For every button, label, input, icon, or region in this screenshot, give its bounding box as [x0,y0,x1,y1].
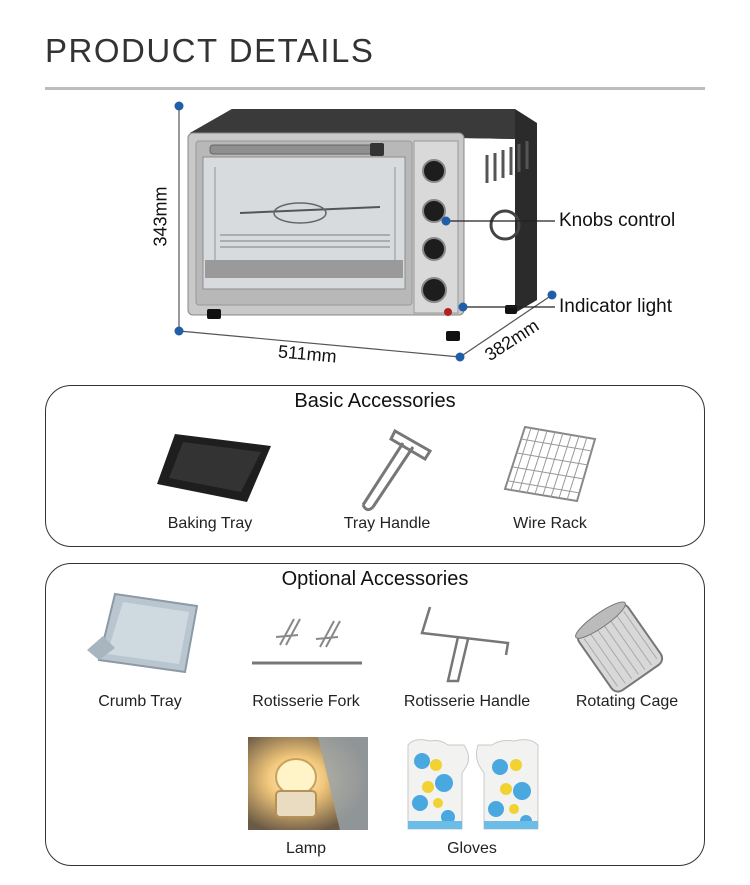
crumb-tray-label: Crumb Tray [98,693,182,710]
height-label: 343mm [150,186,171,247]
dimension-dot [174,101,184,111]
basic-accessories-heading: Basic Accessories [294,390,456,412]
oven-diagram [174,101,557,362]
lamp-icon [248,737,368,830]
wire-rack-label: Wire Rack [513,515,587,532]
gloves-label: Gloves [447,840,497,857]
width-dimension-line [178,330,461,358]
rotating-cage-label: Rotating Cage [575,693,679,710]
dimension-dot [455,352,465,362]
gloves-icon [407,739,539,830]
dimension-dot [174,326,184,336]
baking-tray-label: Baking Tray [167,515,253,532]
tray-handle-label: Tray Handle [343,515,431,532]
indicator-light-callout: Indicator light [559,296,673,317]
baking-tray-icon [157,434,271,502]
wire-rack-icon [503,425,597,503]
crumb-tray-icon [87,592,199,674]
optional-accessories-heading: Optional Accessories [281,568,469,590]
rotisserie-fork-icon [252,618,362,665]
knobs-control-callout: Knobs control [559,210,676,231]
basic-accessories-panel: Basic Accessories [45,385,705,547]
rotating-cage-icon [575,601,664,693]
page-title: PRODUCT DETAILS [45,32,375,69]
dimension-dot [547,290,557,300]
tray-handle-icon [361,428,433,512]
rotisserie-handle-icon [420,606,510,683]
optional-accessories-panel: Optional Accessories [45,563,705,866]
rotisserie-fork-label: Rotisserie Fork [252,693,360,710]
lamp-label: Lamp [285,840,327,857]
depth-dimension-line [459,294,553,358]
title-divider [45,87,705,90]
rotisserie-handle-label: Rotisserie Handle [403,693,531,710]
